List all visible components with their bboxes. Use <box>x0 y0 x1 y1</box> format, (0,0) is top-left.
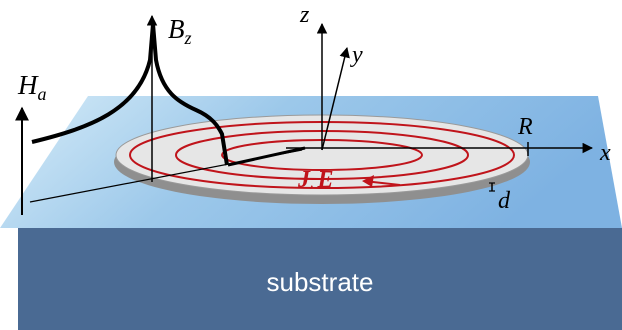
bz-label: Bz <box>168 14 192 48</box>
radius-label: R <box>517 114 533 140</box>
current-arrowhead <box>362 175 374 187</box>
bz-profile-curve <box>31 23 229 166</box>
y-axis-label: y <box>350 42 363 68</box>
x-axis-label: x <box>599 140 611 166</box>
baseline-line <box>29 149 303 203</box>
ha-label: Ha <box>17 70 47 104</box>
substrate-label: substrate <box>267 267 374 297</box>
thickness-label: d <box>498 188 511 214</box>
current-field-label: J,E <box>297 167 334 193</box>
substrate-front-face <box>18 228 622 330</box>
y-axis <box>321 46 350 151</box>
z-axis-label: z <box>299 2 310 28</box>
